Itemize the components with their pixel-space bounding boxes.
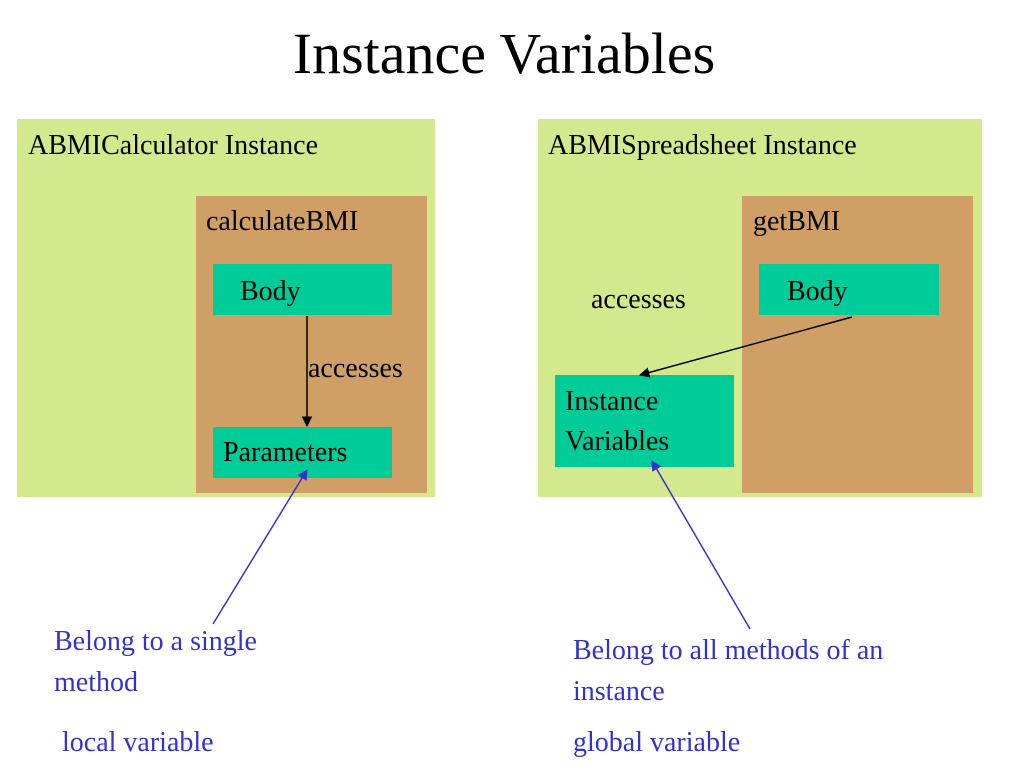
local-note: Belong to a single method [54,626,257,698]
getbmi-body-box [759,264,939,315]
getbmi-body-label: Body [787,276,848,307]
instance-variables-box [555,375,734,467]
calculatebmi-body-label: Body [240,276,301,307]
slide-title: Instance Variables [292,21,716,86]
calculatebmi-body-box [213,264,392,315]
getbmi-method-box [742,196,973,493]
getbmi-method-label: getBMI [753,206,841,237]
left-accesses-label: accesses [308,353,403,384]
abmispreadsheet-instance-label: ABMISpreadsheet Instance [548,130,857,161]
local-variable-label: local variable [62,727,214,758]
global-variable-label: global variable [573,727,741,758]
right-accesses-label: accesses [591,284,686,315]
abmicalculator-instance-label: ABMICalculator Instance [28,130,319,161]
calculatebmi-method-label: calculateBMI [206,206,359,237]
global-note: Belong to all methods of an instance [573,635,884,707]
parameters-label: Parameters [223,437,348,468]
instance-variables-label: Instance Variables [565,386,670,457]
